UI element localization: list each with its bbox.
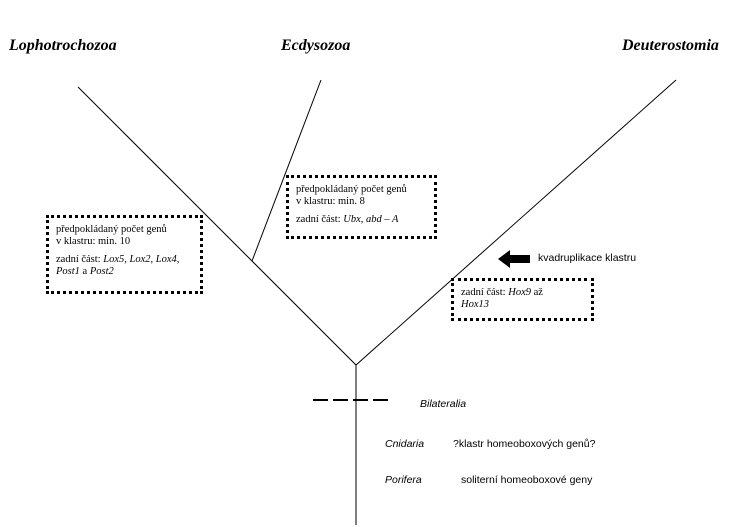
porifera-taxon: Porifera — [385, 474, 422, 486]
cnidaria-note: ?klastr homeoboxových genů? — [453, 438, 596, 450]
gene-count-line1: předpokládaný počet genů — [296, 184, 407, 195]
cnidaria-taxon: Cnidaria — [385, 438, 425, 450]
posterior-genes: zadní část: Lox5, Lox2, Lox4, Post1 a Po… — [56, 254, 180, 277]
clade-label-ecdysozoa: Ecdysozoa — [281, 37, 351, 54]
posterior-genes: zadní část: Hox9 až Hox13 — [461, 287, 543, 310]
gene-count-line2: v klastru: min. 10 — [56, 236, 131, 247]
info-box-deuterostomia: zadní část: Hox9 až Hox13 — [451, 278, 594, 321]
branch-ecdysozoa — [251, 79, 322, 262]
bilateralia-label: Bilateralia — [420, 398, 467, 410]
clade-label-deuterostomia: Deuterostomia — [622, 37, 719, 54]
quadruplication-label: kvadruplikace klastru — [538, 252, 637, 264]
info-box-ecdysozoa: předpokládaný počet genů v klastru: min.… — [286, 175, 437, 239]
gene-count-line2: v klastru: min. 8 — [296, 196, 365, 207]
porifera-note: soliterní homeoboxové geny — [461, 474, 593, 486]
posterior-genes: zadní část: Ubx, abd – A — [296, 214, 399, 225]
gene-count-line1: předpokládaný počet genů — [56, 224, 167, 235]
quadruplication-arrow-icon — [498, 250, 530, 268]
info-box-lophotrochozoa: předpokládaný počet genů v klastru: min.… — [46, 215, 203, 294]
clade-label-lophotrochozoa: Lophotrochozoa — [9, 37, 117, 54]
branch-lophotrochozoa — [77, 86, 357, 366]
branch-deuterostomia — [355, 79, 677, 366]
